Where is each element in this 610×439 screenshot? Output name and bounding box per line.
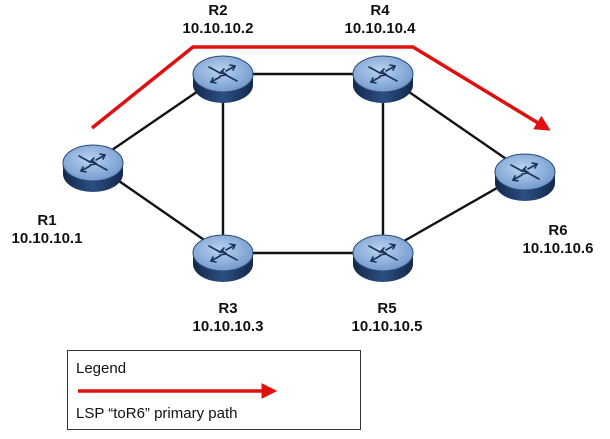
router-ip: 10.10.10.6 xyxy=(522,240,594,257)
router-r2-icon xyxy=(192,55,254,103)
lsp-primary-path-arrow xyxy=(90,45,551,131)
router-name: R4 xyxy=(370,2,390,19)
router-name: R2 xyxy=(208,2,228,19)
router-ip: 10.10.10.1 xyxy=(11,230,83,247)
legend-entry-label: LSP “toR6” primary path xyxy=(76,405,238,422)
router-name: R3 xyxy=(218,300,238,317)
router-label-r5: R5 10.10.10.5 xyxy=(337,300,437,336)
router-name: R1 xyxy=(37,212,57,229)
router-r4-icon xyxy=(352,55,414,103)
router-name: R6 xyxy=(548,222,568,239)
router-ip: 10.10.10.4 xyxy=(344,20,416,37)
legend-path-arrow xyxy=(78,383,278,399)
legend-title: Legend xyxy=(76,360,127,377)
router-label-r3: R3 10.10.10.3 xyxy=(178,300,278,336)
router-ip: 10.10.10.5 xyxy=(351,318,423,335)
router-r5-icon xyxy=(352,234,414,282)
router-r6-icon xyxy=(494,153,556,201)
router-r3-icon xyxy=(192,234,254,282)
router-label-r6: R6 10.10.10.6 xyxy=(508,222,608,258)
router-r1-icon xyxy=(62,144,124,192)
router-label-r1: R1 10.10.10.1 xyxy=(2,212,92,248)
router-label-r2: R2 10.10.10.2 xyxy=(168,2,268,38)
legend-box: Legend LSP “toR6” primary path xyxy=(67,350,361,430)
router-name: R5 xyxy=(377,300,397,317)
router-ip: 10.10.10.3 xyxy=(192,318,264,335)
router-label-r4: R4 10.10.10.4 xyxy=(330,2,430,38)
router-ip: 10.10.10.2 xyxy=(182,20,254,37)
